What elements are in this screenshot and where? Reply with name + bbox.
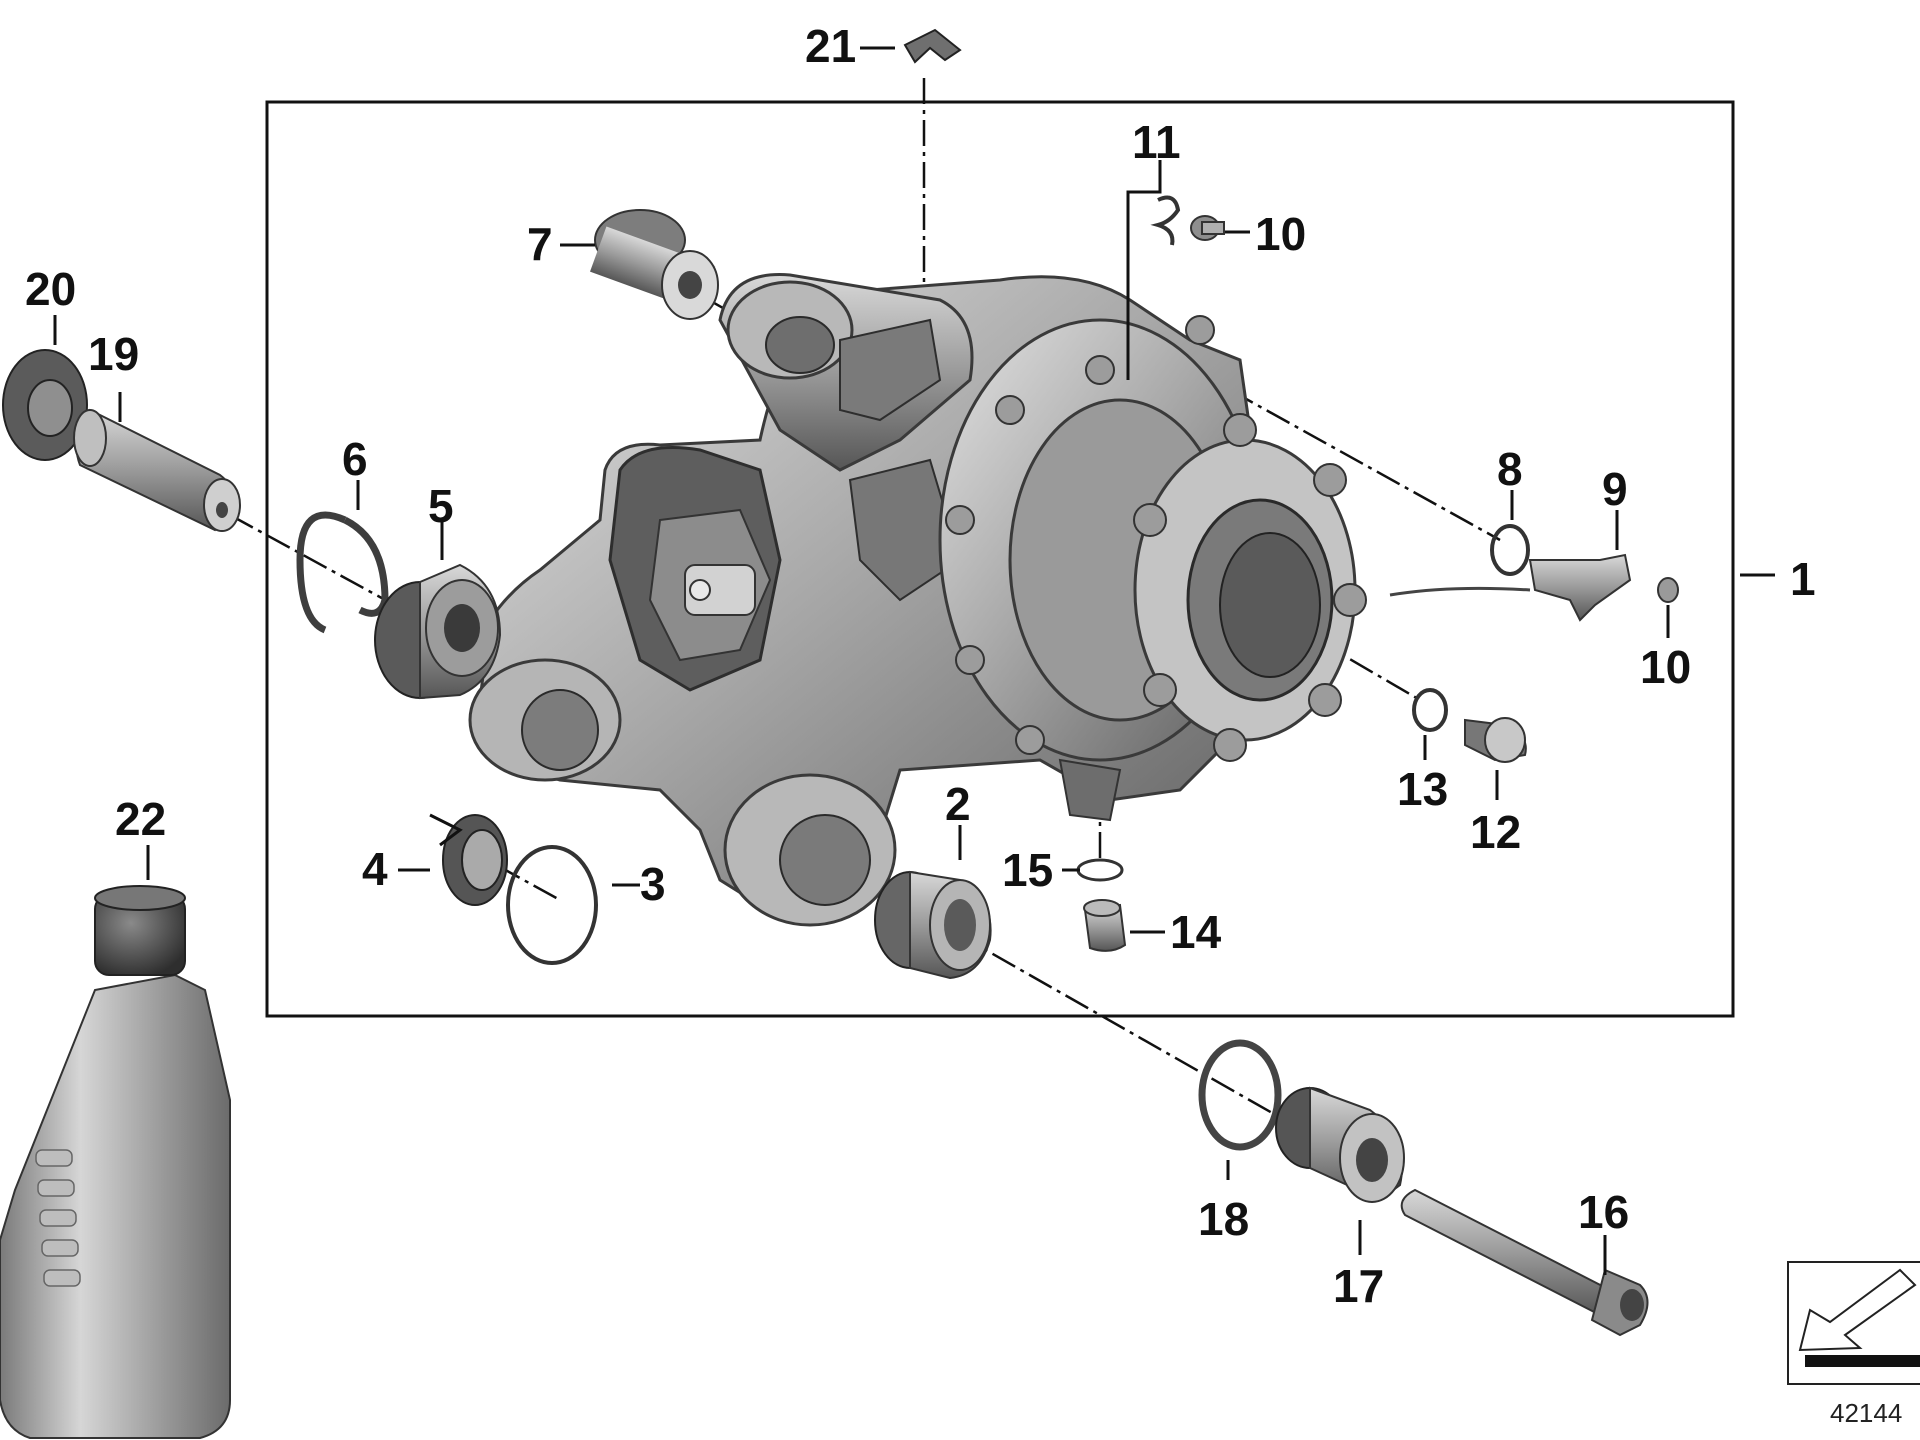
callout-15: 15 [1002,844,1053,896]
callout-labels: 21 1 2 3 4 5 6 7 8 9 10 10 11 12 13 14 1… [25,20,1816,1312]
part-10-screw-lower [1657,577,1679,603]
part-22-oil-bottle [0,885,231,1439]
callout-3: 3 [640,858,666,910]
part-10-screw-upper [1190,215,1225,241]
callout-8: 8 [1497,443,1523,495]
callout-12: 12 [1470,806,1521,858]
callout-5: 5 [428,480,454,532]
callout-9: 9 [1602,463,1628,515]
part-4-seal [442,814,508,906]
callout-16: 16 [1578,1186,1629,1238]
part-14-plug [1083,899,1127,952]
callout-1: 1 [1790,553,1816,605]
callout-4: 4 [362,843,388,895]
callout-21: 21 [805,20,856,72]
part-21-clip [903,28,962,64]
part-12-plug [1464,717,1527,763]
leader-lines [53,46,1775,1275]
part-2-needle-bearing [874,870,992,980]
part-3-oring [506,845,598,965]
callout-22: 22 [115,793,166,845]
callout-10-upper: 10 [1255,208,1306,260]
callout-7: 7 [527,218,553,270]
part-5-bearing [374,563,502,700]
part-16-bolt [1400,1188,1649,1337]
final-drive-housing [468,273,1367,927]
part-7-bush [590,209,719,320]
callout-19: 19 [88,328,139,380]
part-8-oring [1490,524,1530,576]
reference-number: 42144 [1830,1398,1902,1428]
part-17-sleeve [1275,1086,1405,1203]
orientation-box: 42144 [1787,1261,1920,1428]
part-13-oring [1412,688,1448,732]
assembly-frame [265,100,1735,1018]
part-19-pin [73,408,241,532]
part-6-circlip [296,511,389,634]
callout-20: 20 [25,263,76,315]
part-9-sensor [1389,553,1632,622]
part-20-cap [2,349,88,461]
callout-6: 6 [342,433,368,485]
callout-18: 18 [1198,1193,1249,1245]
callout-11: 11 [1132,116,1181,168]
callout-14: 14 [1170,906,1222,958]
part-15-oring [1076,858,1124,882]
callout-13: 13 [1397,763,1448,815]
callout-2: 2 [945,778,971,830]
part-18-ring [1198,1039,1282,1151]
part-11-clip [1150,195,1181,246]
callout-17: 17 [1333,1260,1384,1312]
arrow-orientation-icon [1798,1268,1917,1352]
callout-10-lower: 10 [1640,641,1691,693]
